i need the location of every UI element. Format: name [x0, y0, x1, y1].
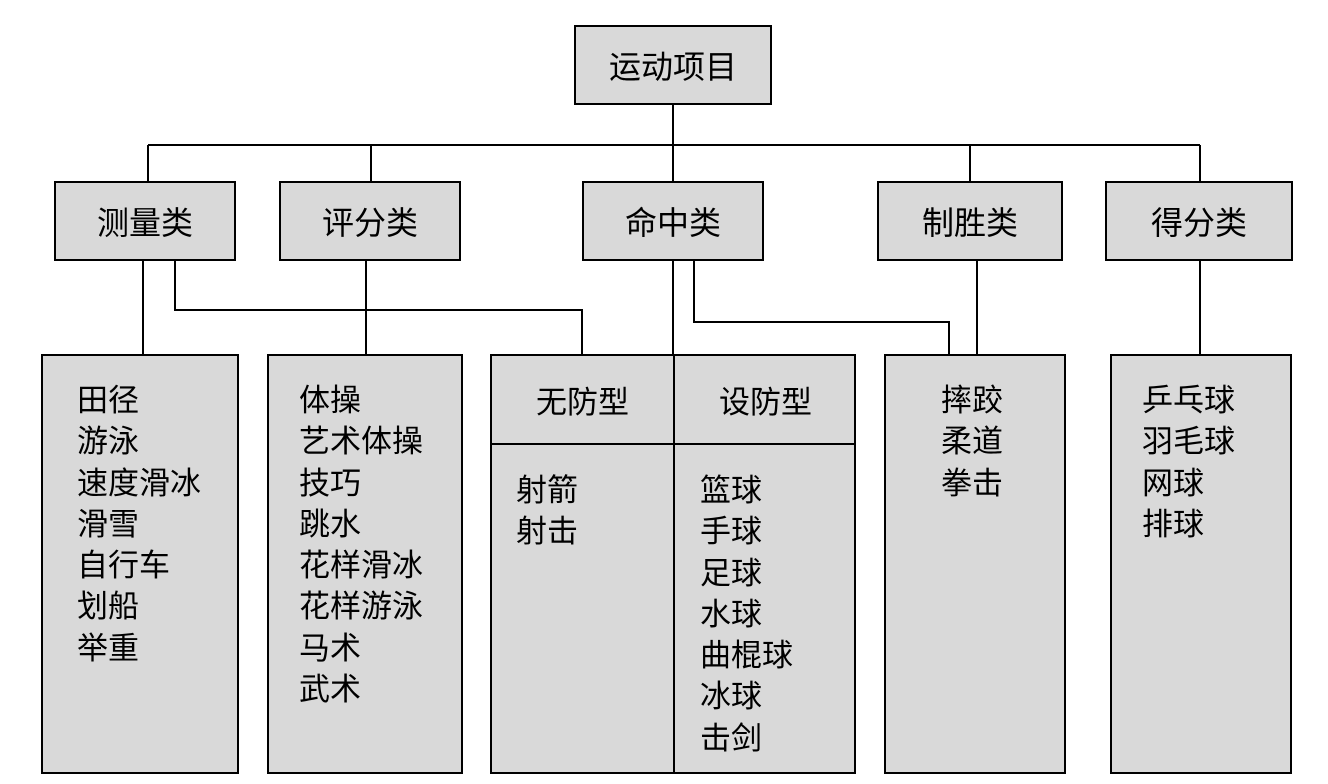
list-item: 自行车 [77, 548, 170, 585]
group-measure: 田径 游泳 速度滑冰 滑雪 自行车 划船 举重 [41, 354, 239, 774]
list-item: 手球 [700, 514, 762, 551]
subgroup-defended-list: 篮球 手球 足球 水球 曲棍球 冰球 击剑 [700, 471, 793, 760]
category-label: 评分类 [321, 204, 418, 242]
subgroup-defended-label: 设防型 [719, 385, 812, 421]
subgroup-undefended-header: 无防型 [492, 356, 673, 443]
list-item: 乒乓球 [1142, 383, 1235, 419]
list-item: 足球 [700, 555, 762, 592]
group-measure-list: 田径 游泳 速度滑冰 滑雪 自行车 划船 举重 [77, 381, 201, 670]
category-win: 制胜类 [877, 181, 1063, 261]
group-points: 乒乓球 羽毛球 网球 排球 [1110, 354, 1292, 774]
list-item: 举重 [77, 630, 139, 667]
list-item: 摔跤 [941, 383, 1003, 419]
list-item: 划船 [77, 589, 139, 626]
group-win-list: 摔跤 柔道 拳击 [941, 381, 1003, 505]
list-item: 射击 [516, 514, 578, 551]
list-item: 柔道 [941, 424, 1003, 461]
category-score: 评分类 [279, 181, 461, 261]
connector-hit-win [693, 260, 950, 355]
connector-measure-undefended [174, 260, 583, 355]
list-item: 武术 [299, 672, 361, 709]
root-node: 运动项目 [574, 25, 772, 105]
group-score-list: 体操 艺术体操 技巧 跳水 花样滑冰 花样游泳 马术 武术 [299, 381, 423, 711]
group-points-list: 乒乓球 羽毛球 网球 排球 [1142, 381, 1235, 546]
root-label: 运动项目 [608, 48, 737, 86]
list-item: 排球 [1142, 506, 1204, 543]
list-item: 水球 [700, 596, 762, 633]
list-item: 马术 [299, 630, 361, 667]
list-item: 曲棍球 [700, 638, 793, 675]
list-item: 射箭 [516, 473, 578, 509]
group-score: 体操 艺术体操 技巧 跳水 花样滑冰 花样游泳 马术 武术 [267, 354, 463, 774]
category-hit: 命中类 [582, 181, 764, 261]
category-measure: 测量类 [54, 181, 236, 261]
category-label: 得分类 [1150, 204, 1247, 242]
list-item: 花样滑冰 [299, 548, 423, 585]
group-hit-divider-vertical [673, 356, 675, 772]
category-label: 制胜类 [921, 204, 1018, 242]
list-item: 羽毛球 [1142, 424, 1235, 461]
list-item: 田径 [77, 383, 139, 419]
list-item: 体操 [299, 383, 361, 419]
subgroup-undefended-list: 射箭 射击 [516, 471, 578, 554]
list-item: 网球 [1142, 465, 1204, 502]
group-hit-divider-horizontal [492, 443, 854, 445]
subgroup-undefended-label: 无防型 [536, 385, 629, 421]
list-item: 拳击 [941, 465, 1003, 502]
list-item: 技巧 [299, 465, 361, 502]
list-item: 跳水 [299, 506, 361, 543]
category-label: 测量类 [96, 204, 193, 242]
subgroup-defended-header: 设防型 [675, 356, 856, 443]
list-item: 游泳 [77, 424, 139, 461]
list-item: 篮球 [700, 473, 762, 509]
list-item: 速度滑冰 [77, 465, 201, 502]
list-item: 艺术体操 [299, 424, 423, 461]
group-win: 摔跤 柔道 拳击 [884, 354, 1066, 774]
list-item: 滑雪 [77, 506, 139, 543]
list-item: 花样游泳 [299, 589, 423, 626]
category-label: 命中类 [624, 204, 721, 242]
group-hit: 无防型 设防型 射箭 射击 篮球 手球 足球 水球 曲棍球 冰球 击剑 [490, 354, 856, 774]
list-item: 冰球 [700, 679, 762, 716]
list-item: 击剑 [700, 720, 762, 757]
category-points: 得分类 [1105, 181, 1293, 261]
